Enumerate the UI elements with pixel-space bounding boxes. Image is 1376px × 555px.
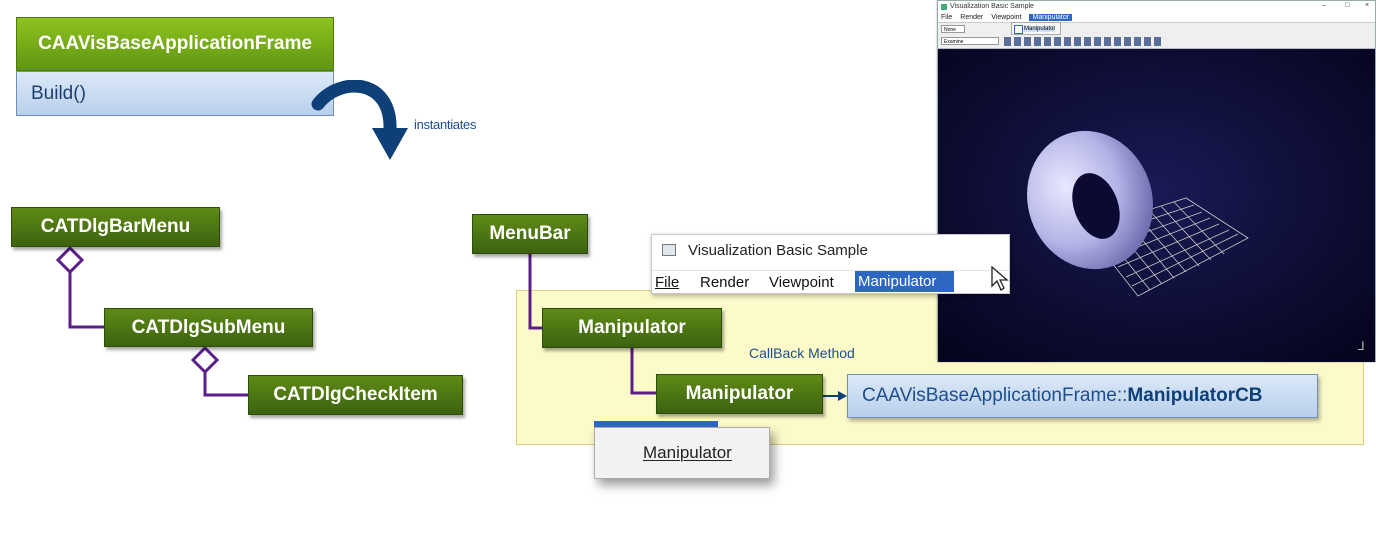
instantiates-arrow-icon [311, 80, 408, 160]
callback-method-box: CAAVisBaseApplicationFrame:: Manipulator… [847, 374, 1318, 418]
mouse-cursor-icon [991, 266, 1009, 291]
build-method-text: Build() [31, 82, 86, 104]
manipulator-dropdown: Manipulator [594, 427, 770, 479]
combo-examine[interactable]: Examine [941, 37, 999, 45]
app-window-menubar: File Render Viewpoint Manipulator [938, 12, 1375, 22]
combo-examine-value: Examine [944, 39, 964, 45]
menu-manipulator[interactable]: Manipulator [855, 271, 955, 292]
axis-glyph-icon: ⅃ [1357, 339, 1365, 353]
dropdown-highlight-strip [594, 421, 718, 427]
manipulator-checkitem-instance: Manipulator [656, 374, 823, 414]
menu-file[interactable]: File [655, 274, 680, 291]
menu-excerpt-app-icon [662, 244, 676, 256]
app-window-title: Visualization Basic Sample [950, 3, 1034, 10]
app-menu-file[interactable]: File [941, 13, 953, 21]
manipulator-checkitem-label: Manipulator [685, 383, 794, 404]
combo-none-value: None [944, 27, 956, 33]
menu-excerpt-title: Visualization Basic Sample [688, 242, 868, 259]
window-minimize-button[interactable]: – [1322, 2, 1326, 9]
build-method-box: Build() [16, 71, 334, 116]
menu-excerpt-window: Visualization Basic Sample File Render V… [651, 234, 1010, 294]
app-popup-manipulator[interactable]: Manipulator [1024, 26, 1056, 32]
menu-excerpt-bar: File Render Viewpoint Manipulator [652, 270, 1009, 293]
manipulator-submenu-label: Manipulator [578, 317, 686, 338]
instantiates-label: instantiates [414, 117, 477, 132]
callback-prefix: CAAVisBaseApplicationFrame:: [862, 385, 1128, 406]
class-tree-connectors [55, 245, 248, 397]
app-menu-viewpoint[interactable]: Viewpoint [991, 13, 1022, 21]
dropdown-item-manipulator[interactable]: Manipulator [643, 443, 732, 463]
window-close-button[interactable]: × [1365, 2, 1370, 9]
dropdown-item-manipulator-label: Manipulator [643, 443, 732, 462]
app-window: Visualization Basic Sample – □ × File Re… [937, 0, 1376, 362]
instance-tree-connectors [528, 254, 847, 401]
catdlgsubmenu-class: CATDlgSubMenu [104, 308, 313, 347]
menu-render[interactable]: Render [700, 274, 750, 291]
toolbar-icons[interactable] [1004, 37, 1164, 46]
menubar-instance-label: MenuBar [489, 223, 571, 244]
app-window-titlebar: Visualization Basic Sample – □ × [938, 1, 1375, 12]
catdlgbarmenu-label: CATDlgBarMenu [40, 216, 191, 237]
callback-method-label: CallBack Method [749, 345, 855, 361]
app-frame-class-title: CAAVisBaseApplicationFrame [16, 17, 334, 71]
catdlgbarmenu-class: CATDlgBarMenu [11, 207, 220, 247]
catdlgcheckitem-label: CATDlgCheckItem [273, 384, 438, 405]
app-menu-render[interactable]: Render [960, 13, 984, 21]
catdlgsubmenu-label: CATDlgSubMenu [131, 316, 286, 338]
app-menu-manipulator[interactable]: Manipulator [1029, 13, 1073, 21]
app-frame-class-title-text: CAAVisBaseApplicationFrame [38, 33, 312, 54]
app-popup-check-icon [1014, 25, 1023, 34]
torus-shape [1027, 130, 1153, 270]
manipulator-submenu-instance: Manipulator [542, 308, 722, 348]
window-maximize-button[interactable]: □ [1345, 2, 1350, 9]
app-window-toolbar: None Examine [938, 22, 1375, 49]
catdlgcheckitem-class: CATDlgCheckItem [248, 375, 463, 415]
menubar-instance: MenuBar [472, 214, 588, 254]
app-window-icon [941, 3, 947, 10]
callback-name: ManipulatorCB [1127, 385, 1263, 406]
menu-viewpoint[interactable]: Viewpoint [769, 274, 834, 291]
combo-none[interactable]: None [941, 25, 965, 33]
viewport-3d[interactable]: ⅃ [938, 50, 1375, 362]
app-window-popup: Manipulator [1011, 22, 1061, 35]
